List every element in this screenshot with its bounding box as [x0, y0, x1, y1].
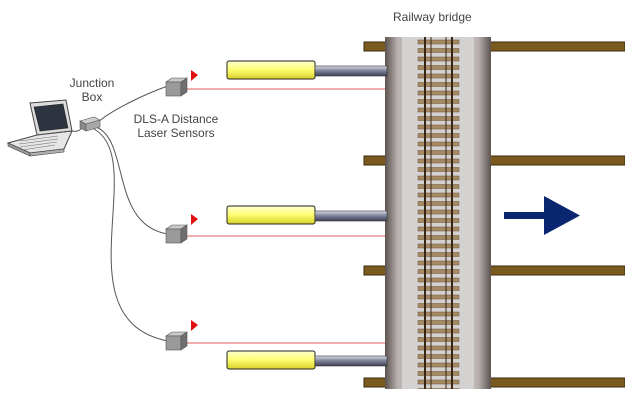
track-sleeper: [417, 286, 460, 291]
junction-box-icon: [79, 116, 101, 132]
track-sleeper: [417, 116, 460, 121]
track-sleeper: [417, 277, 460, 283]
track-sleeper: [417, 235, 460, 240]
track-sleeper: [417, 167, 460, 172]
track-sleeper: [417, 158, 460, 164]
track-sleeper: [417, 209, 460, 215]
track-sleeper: [417, 218, 460, 223]
sensors-label: DLS-A Distance Laser Sensors: [128, 112, 224, 140]
track-sleeper: [417, 260, 460, 266]
track-sleeper: [417, 124, 460, 130]
rails: [424, 37, 453, 389]
laptop-icon: [6, 99, 73, 157]
junction-label-line1: Junction: [69, 76, 115, 90]
track-sleeper: [417, 184, 460, 189]
track-sleeper: [417, 82, 460, 87]
track-sleeper: [417, 345, 460, 351]
track-sleeper: [417, 107, 460, 113]
track-sleeper: [417, 39, 460, 45]
cross-beam: [363, 265, 625, 276]
laser-beams: [183, 88, 385, 344]
track-sleeper: [417, 269, 460, 274]
track-sleeper: [417, 141, 460, 147]
track-sleeper: [417, 311, 460, 317]
laser-marker: [191, 214, 198, 225]
track-sleeper: [417, 192, 460, 198]
track-sleeper: [417, 303, 460, 308]
bridge-title: Railway bridge: [393, 10, 472, 24]
track-sleeper: [417, 243, 460, 249]
track-sleeper: [417, 90, 460, 96]
sensors-label-line2: Laser Sensors: [137, 126, 215, 140]
track-sleeper: [417, 150, 460, 155]
track-sleeper: [417, 252, 460, 257]
laser-marker: [191, 70, 198, 81]
track-sleeper: [417, 328, 460, 334]
laser-sensor-icon: [165, 224, 188, 244]
junction-label-line2: Box: [81, 90, 103, 104]
track-sleeper: [417, 175, 460, 181]
track-sleeper: [417, 294, 460, 300]
cross-beam: [363, 155, 625, 166]
reflector-target: [226, 350, 388, 370]
reflector-target: [226, 205, 388, 225]
track-sleeper: [417, 99, 460, 104]
track-sleepers: [417, 39, 460, 393]
laser-marker: [191, 320, 198, 331]
sensors-label-line1: DLS-A Distance: [133, 112, 219, 126]
laser-markers: [191, 70, 198, 331]
track-sleeper: [417, 320, 460, 325]
track-sleeper: [417, 226, 460, 232]
junction-box-label: Junction Box: [62, 76, 122, 104]
track-sleeper: [417, 73, 460, 79]
track-sleeper: [417, 48, 460, 53]
track-sleeper: [417, 354, 460, 359]
reflector-target: [226, 60, 388, 80]
track-sleeper: [417, 337, 460, 342]
direction-arrow-icon: [504, 196, 580, 235]
track-sleeper: [417, 371, 460, 376]
track-sleeper: [417, 56, 460, 62]
cross-beam: [363, 41, 625, 52]
track-sleeper: [417, 201, 460, 206]
track-sleeper: [417, 379, 460, 385]
cables: [71, 85, 169, 342]
cross-beam: [363, 377, 625, 388]
cross-beams: [363, 41, 625, 388]
track-sleeper: [417, 133, 460, 138]
track-sleeper: [417, 65, 460, 70]
track-sleeper: [417, 362, 460, 368]
laser-sensor-icon: [165, 331, 188, 351]
laser-sensor-icon: [165, 77, 188, 97]
